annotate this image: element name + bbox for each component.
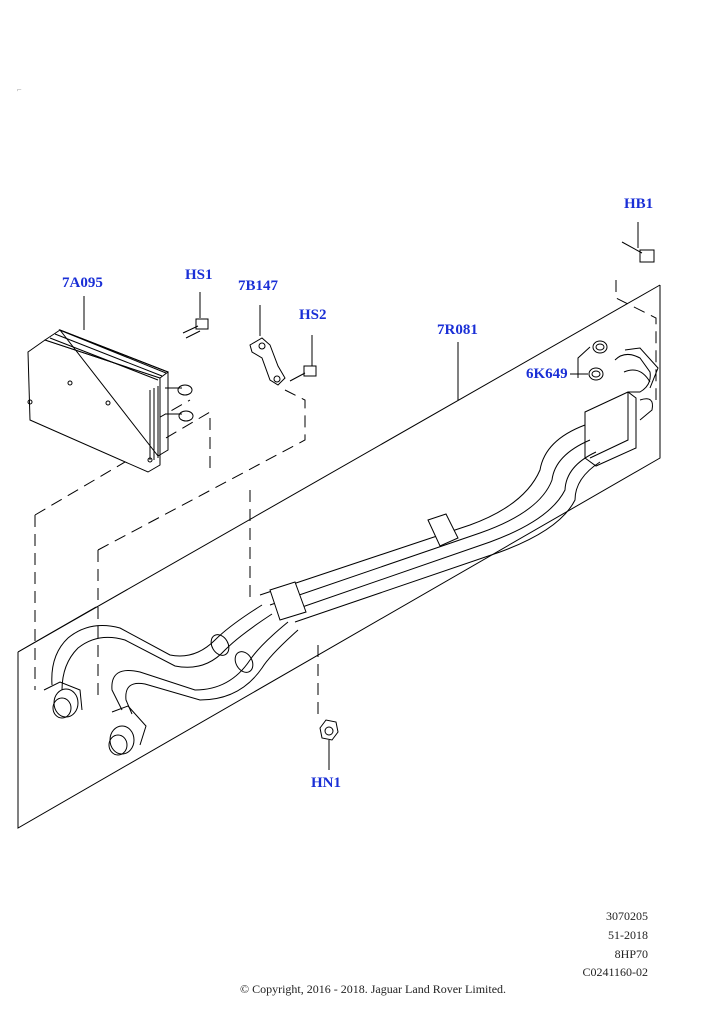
bracket-7b147 bbox=[249, 305, 286, 386]
bolt-hs2 bbox=[289, 335, 317, 382]
footer-code-1: 3070205 bbox=[606, 909, 648, 923]
callout-6k649[interactable]: 6K649 bbox=[526, 366, 568, 382]
bolt-hs1 bbox=[182, 292, 209, 339]
copyright-notice: © Copyright, 2016 - 2018. Jaguar Land Ro… bbox=[239, 982, 507, 996]
seals-6k649 bbox=[570, 340, 608, 381]
footer-code-2: 51-2018 bbox=[608, 928, 648, 942]
footer-code-3: 8HP70 bbox=[614, 947, 648, 961]
callout-hs2[interactable]: HS2 bbox=[299, 307, 327, 323]
leader-lines bbox=[34, 280, 657, 720]
assembly-panel bbox=[17, 284, 661, 829]
callout-hs1[interactable]: HS1 bbox=[185, 267, 213, 283]
oil-cooler-7a095 bbox=[27, 328, 194, 473]
callout-hn1[interactable]: HN1 bbox=[311, 775, 341, 791]
callout-7r081[interactable]: 7R081 bbox=[437, 322, 478, 338]
callout-hb1[interactable]: HB1 bbox=[624, 196, 654, 212]
cooler-pipes-7r081 bbox=[43, 342, 659, 756]
callout-7b147[interactable]: 7B147 bbox=[238, 278, 279, 294]
corner-mark: ⌐ bbox=[17, 85, 22, 94]
nut-hn1 bbox=[319, 719, 339, 770]
callout-7a095[interactable]: 7A095 bbox=[62, 275, 103, 291]
bolt-hb1 bbox=[621, 222, 655, 263]
footer-code-4: C0241160-02 bbox=[582, 965, 648, 979]
